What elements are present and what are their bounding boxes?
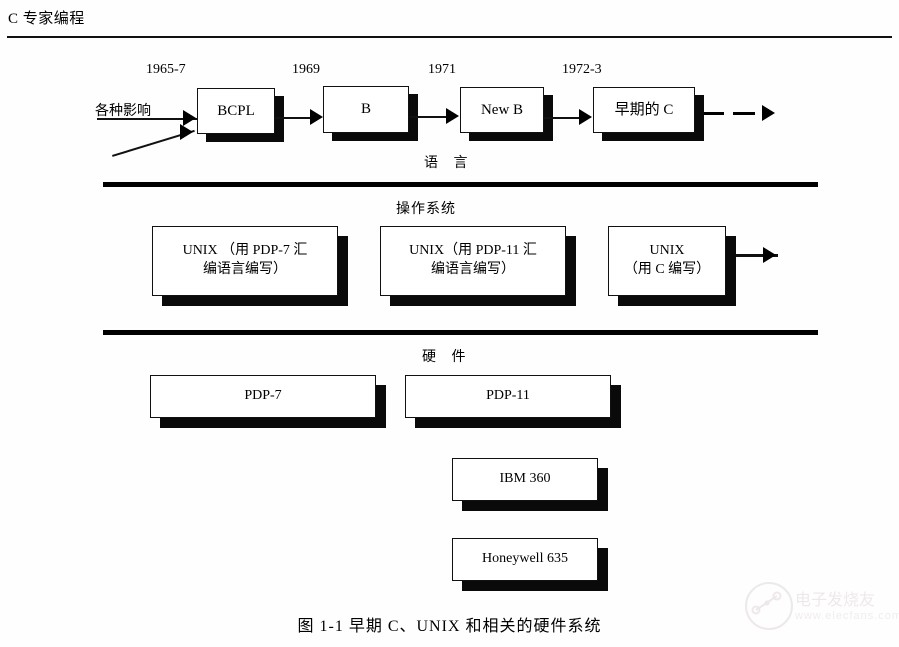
arrowhead-language-continues [762,105,775,121]
band-label-os: 操作系统 [396,202,456,217]
language-box-b-label: B [360,101,371,118]
figure-caption: 图 1-1 早期 C、UNIX 和相关的硬件系统 [297,618,602,635]
language-box-bcpl-label: BCPL [217,102,255,119]
language-box-early-c-label: 早期的 C [614,101,674,118]
hardware-box-honeywell635: Honeywell 635 [452,538,598,581]
dashed-segment-1 [704,112,724,115]
year-label-1969: 1969 [292,62,320,77]
hardware-box-ibm360-label: IBM 360 [499,471,551,487]
connector-b-to-newb [409,116,453,118]
language-box-new-b: New B [460,87,544,133]
running-head: C 专家编程 [8,11,85,27]
influence-label: 各种影响 [95,104,151,119]
influence-arrowhead-top [183,110,196,126]
year-label-1965-7: 1965-7 [146,62,186,77]
year-label-1972-3: 1972-3 [562,62,602,77]
hardware-box-pdp11-label: PDP-11 [486,388,530,404]
os-box-unix-pdp7-line1: UNIX （用 PDP-7 汇 [182,243,308,259]
os-box-unix-pdp7-line2: 编语言编写） [203,262,287,277]
header-rule [7,36,892,38]
dashed-segment-2 [733,112,755,115]
os-box-unix-pdp11: UNIX（用 PDP-11 汇 编语言编写） [380,226,566,296]
language-box-b: B [323,86,409,133]
os-box-unix-c: UNIX （用 C 编写） [608,226,726,296]
band-label-language: 语 言 [424,156,474,171]
divider-language-os [103,182,818,187]
language-box-new-b-label: New B [480,101,524,118]
language-box-bcpl: BCPL [197,88,275,134]
os-box-unix-pdp11-line1: UNIX（用 PDP-11 汇 [409,243,537,259]
divider-os-hardware [103,330,818,335]
hardware-box-ibm360: IBM 360 [452,458,598,501]
os-box-unix-c-line1: UNIX [649,243,685,259]
hardware-box-pdp11: PDP-11 [405,375,611,418]
os-box-unix-pdp7: UNIX （用 PDP-7 汇 编语言编写） [152,226,338,296]
connector-unix-c-continues [736,254,778,257]
band-label-hardware: 硬 件 [422,350,472,365]
os-box-unix-pdp11-line2: 编语言编写） [431,262,515,277]
hardware-box-pdp7: PDP-7 [150,375,376,418]
watermark-name: 电子发烧友 [795,592,876,609]
connector-newb-to-earlyc [544,117,586,119]
os-box-unix-c-line2: （用 C 编写） [623,262,711,277]
arrowhead-os-continues [763,247,776,263]
language-box-early-c: 早期的 C [593,87,695,133]
year-label-1971: 1971 [428,62,456,77]
hardware-box-pdp7-label: PDP-7 [244,388,282,404]
influence-arrow-line-top [97,118,197,120]
influence-arrowhead-bottom [180,124,193,140]
arrowhead-b-to-newb [446,108,459,124]
arrowhead-bcpl-to-b [310,109,323,125]
connector-bcpl-to-b [275,117,317,119]
arrowhead-newb-to-earlyc [579,109,592,125]
hardware-box-honeywell635-label: Honeywell 635 [482,551,568,567]
